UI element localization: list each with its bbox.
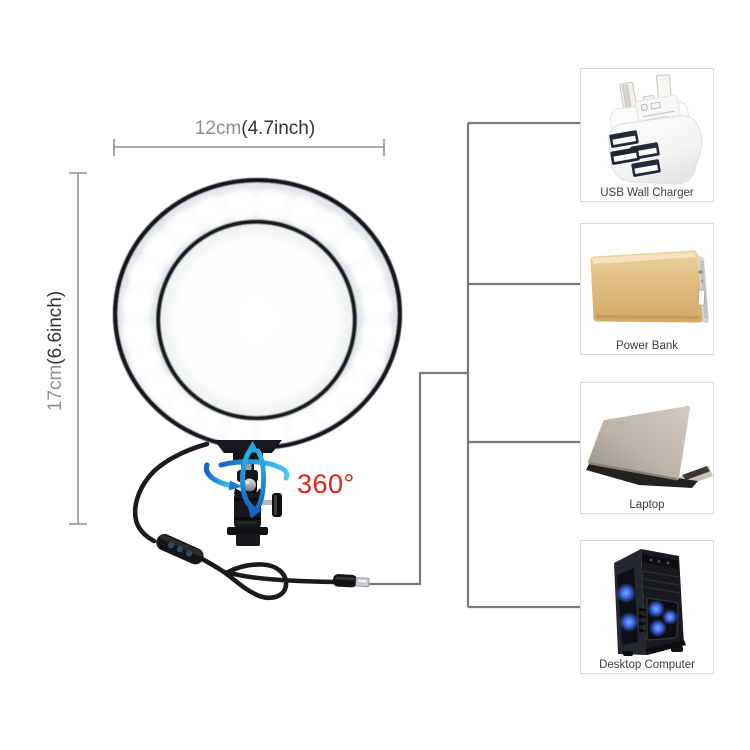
rotation-360-label: 360°	[297, 469, 355, 499]
width-imperial-text: (4.7inch)	[241, 118, 316, 139]
item-label-usb-wall-charger: USB Wall Charger	[600, 187, 694, 199]
desktop-computer-image	[614, 549, 686, 656]
height-dimension-line	[69, 172, 87, 525]
charger-usb-ports	[609, 130, 661, 177]
power-bank-image	[590, 250, 709, 323]
usb-wall-charger-image	[608, 74, 703, 185]
item-card-laptop: Laptop	[580, 382, 714, 514]
item-label-desktop-computer: Desktop Computer	[599, 659, 695, 671]
height-dimension-label: 17cm(6.6inch)	[45, 291, 67, 411]
item-label-power-bank: Power Bank	[615, 340, 678, 352]
height-imperial-text: (6.6inch)	[45, 290, 66, 365]
led-array	[119, 186, 395, 451]
rotation-arrows	[203, 441, 290, 519]
laptop-image	[586, 406, 713, 488]
connector-lines	[369, 121, 580, 609]
width-dimension-line	[113, 139, 385, 156]
item-card-power-bank: Power Bank	[580, 223, 714, 355]
height-metric-text: 17cm	[45, 364, 66, 412]
usb-plug	[332, 574, 370, 588]
ring-light	[113, 178, 402, 451]
item-card-desktop-computer: Desktop Computer	[580, 540, 714, 674]
cable-remote	[156, 534, 204, 565]
width-metric-text: 12cm	[194, 118, 242, 139]
item-card-usb-wall-charger: USB Wall Charger	[580, 68, 714, 202]
item-label-laptop: Laptop	[629, 499, 665, 511]
power-cable	[132, 441, 338, 600]
width-dimension-label: 12cm(4.7inch)	[195, 118, 315, 140]
